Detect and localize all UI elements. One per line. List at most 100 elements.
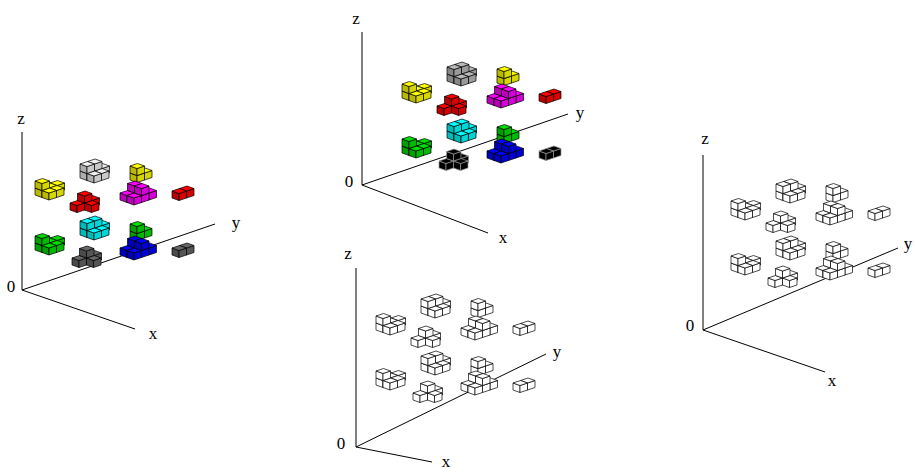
cube-face — [513, 381, 528, 386]
axis-label: x — [499, 229, 508, 246]
cube-face — [376, 314, 391, 319]
cube-piece — [402, 82, 432, 104]
cube-piece — [421, 294, 451, 318]
cube-piece — [447, 62, 477, 86]
cube-face — [445, 94, 460, 99]
cube-piece — [539, 89, 561, 104]
axis-label: 0 — [686, 317, 695, 334]
cube-face — [826, 242, 841, 247]
cube-piece — [776, 236, 806, 260]
axis-line — [703, 248, 898, 330]
cube-face — [35, 179, 50, 184]
cube-face — [421, 354, 436, 359]
cube-face — [402, 137, 417, 142]
cube-piece — [539, 146, 561, 161]
axis-line — [22, 224, 215, 290]
cube-face — [497, 67, 512, 72]
axis-label: x — [442, 453, 451, 470]
cube-face — [421, 297, 436, 302]
axis-label: y — [553, 343, 562, 360]
cube-piece — [439, 149, 469, 171]
cube-face — [868, 209, 883, 214]
cube-face — [80, 219, 95, 224]
cube-face — [826, 184, 841, 189]
cube-piece — [513, 321, 535, 336]
cube-face — [513, 324, 528, 329]
cube-face — [476, 319, 491, 324]
cube-face — [868, 266, 883, 271]
cube-piece — [826, 184, 848, 203]
cube-face — [447, 65, 462, 70]
cube-face — [502, 142, 517, 147]
cube-piece — [437, 94, 467, 116]
axis-line — [703, 155, 704, 330]
cube-piece — [731, 199, 761, 221]
cube-piece — [868, 206, 890, 221]
cube-piece — [80, 216, 110, 240]
axis-line — [703, 330, 825, 372]
cube-face — [172, 246, 187, 251]
axis-label: z — [352, 10, 360, 27]
cube-piece — [376, 369, 406, 391]
cube-face — [831, 204, 846, 209]
cube-piece — [816, 256, 853, 280]
cube-piece — [776, 179, 806, 203]
cube-piece — [816, 201, 853, 225]
cube-piece — [461, 316, 498, 340]
cube-face — [130, 222, 145, 227]
cube-piece — [868, 263, 890, 278]
cube-face — [447, 149, 462, 154]
cube-face — [135, 184, 150, 189]
cube-piece — [461, 371, 498, 395]
cube-face — [80, 162, 95, 167]
cube-face — [402, 82, 417, 87]
cube-face — [421, 381, 436, 386]
axis-label: z — [17, 110, 25, 127]
axis-line — [356, 447, 432, 462]
axis-line — [356, 354, 546, 447]
cube-face — [731, 254, 746, 259]
cube-face — [731, 199, 746, 204]
axis-plot — [362, 32, 568, 233]
cube-piece — [731, 254, 761, 276]
cube-piece — [120, 236, 157, 260]
cube-face — [471, 357, 486, 362]
cube-face — [831, 259, 846, 264]
cube-piece — [487, 139, 524, 163]
cube-face — [419, 326, 434, 331]
cube-face — [447, 122, 462, 127]
axis-line — [356, 268, 357, 447]
cube-piece — [402, 137, 432, 159]
cube-face — [35, 234, 50, 239]
axis-plot — [22, 132, 215, 329]
axis-label: z — [344, 245, 352, 262]
cube-piece — [130, 164, 152, 183]
cube-piece — [513, 378, 535, 393]
cube-piece — [471, 299, 493, 318]
cube-face — [471, 299, 486, 304]
cube-face — [130, 164, 145, 169]
cube-face — [776, 266, 791, 271]
cube-face — [80, 246, 95, 251]
cube-piece — [35, 179, 65, 201]
cube-face — [776, 182, 791, 187]
cube-face — [539, 149, 554, 154]
cube-piece — [421, 351, 451, 375]
axis-label: 0 — [337, 435, 346, 452]
axis-line — [362, 114, 568, 185]
cube-face — [539, 92, 554, 97]
cube-face — [78, 191, 93, 196]
axis-label: z — [701, 130, 709, 147]
cube-piece — [120, 181, 157, 205]
cube-face — [376, 369, 391, 374]
cube-piece — [487, 84, 524, 108]
cube-piece — [447, 119, 477, 143]
cube-piece — [35, 234, 65, 256]
axis-label: y — [576, 104, 585, 121]
axis-line — [22, 290, 135, 329]
cube-face — [172, 189, 187, 194]
cube-piece — [172, 243, 194, 258]
